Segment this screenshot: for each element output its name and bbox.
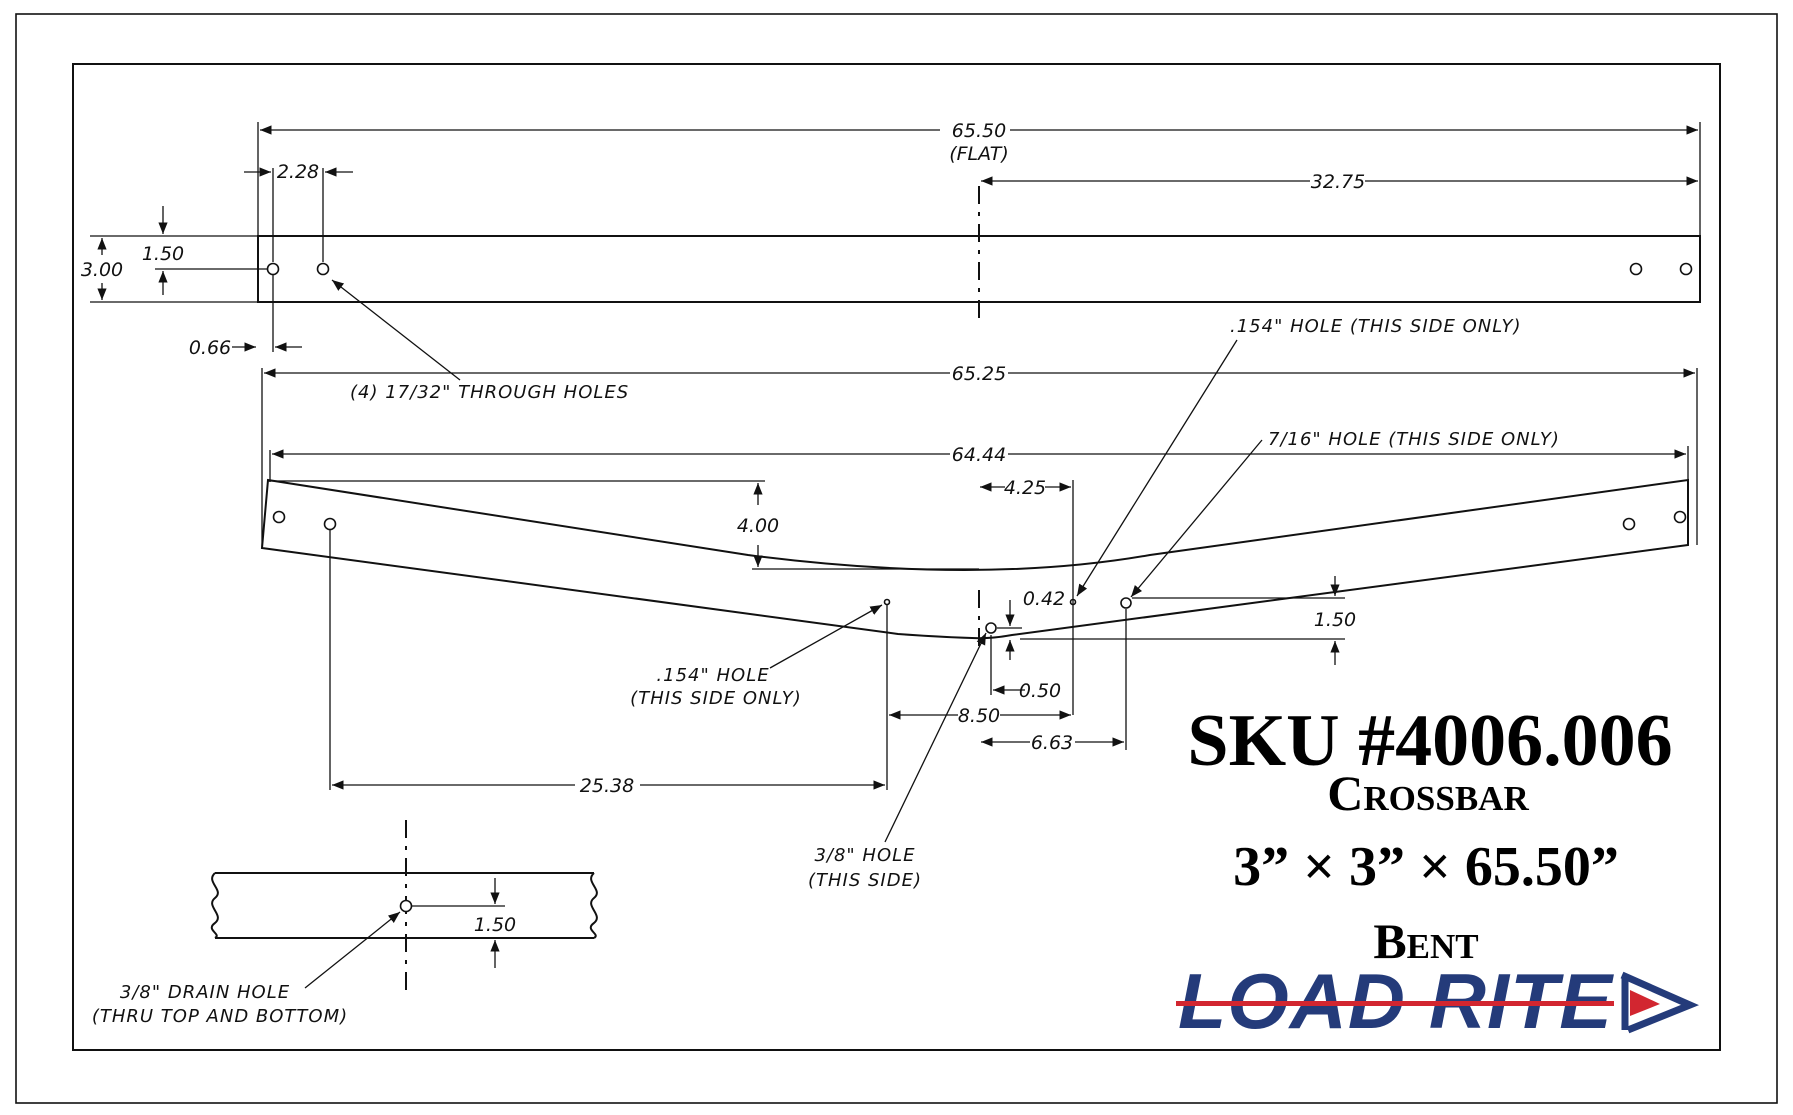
bent-hole-2	[323, 517, 337, 531]
flat-hole-1	[266, 262, 280, 276]
note-38-line1: 3/8" HOLE	[814, 845, 915, 866]
dim-offset-663: 6.63	[1031, 732, 1073, 754]
note-154-left-line1: .154" HOLE	[656, 665, 769, 686]
dim-hole-distance: 25.38	[580, 775, 634, 797]
part-size: 3” × 3” × 65.50”	[1233, 836, 1619, 898]
drain-hole	[399, 899, 413, 913]
dim-hole-height: 1.50	[142, 243, 184, 265]
note-716: 7/16" HOLE (THIS SIDE ONLY)	[1268, 429, 1560, 450]
flat-view: 65.50 (FLAT) 32.75 2.28 3.00 1.50 0.66 (…	[81, 120, 1701, 403]
dim-bar-height: 3.00	[81, 259, 123, 281]
flat-hole-4	[1679, 262, 1693, 276]
dim-offset-050: 0.50	[1019, 680, 1061, 702]
note-154-top: .154" HOLE (THIS SIDE ONLY)	[1230, 316, 1522, 337]
part-variant: Bent	[1373, 913, 1478, 969]
logo-arrow-icon	[1620, 971, 1699, 1034]
dim-overall-length: 65.50	[952, 120, 1006, 142]
logo-arrow-accent	[1630, 990, 1660, 1016]
bent-hole-1	[272, 510, 286, 524]
loadrite-logo: LOAD RITE	[1176, 957, 1699, 1045]
bent-view: 65.25 64.44 4.00 4.25 0.42 0.50 8.50	[260, 316, 1698, 891]
dim-offset-042: 0.42	[1023, 588, 1065, 610]
dim-offset-150: 1.50	[1314, 609, 1356, 631]
dim-offset-850: 8.50	[958, 705, 1000, 727]
dim-outer-length: 65.25	[952, 363, 1006, 385]
note-154-left-line2: (THIS SIDE ONLY)	[630, 688, 802, 709]
dim-overall-length-note: (FLAT)	[949, 143, 1009, 165]
note-drain-line2: (THRU TOP AND BOTTOM)	[92, 1006, 348, 1027]
drawing-border	[72, 63, 1721, 1051]
flat-hole-3	[1629, 262, 1643, 276]
flat-hole-2	[316, 262, 330, 276]
hole-38	[985, 622, 997, 634]
dim-half-length: 32.75	[1311, 171, 1365, 193]
dim-drop: 4.00	[737, 515, 779, 537]
dim-inner-length: 64.44	[952, 444, 1006, 466]
note-38-line2: (THIS SIDE)	[808, 870, 922, 891]
dim-offset-425: 4.25	[1004, 477, 1046, 499]
outer-border	[15, 13, 1778, 1104]
note-through-holes: (4) 17/32" THROUGH HOLES	[350, 382, 629, 403]
dim-hole-spacing: 2.28	[277, 161, 319, 183]
part-name: Crossbar	[1327, 765, 1529, 821]
bent-bar-outline	[260, 478, 1689, 640]
bent-hole-3	[1622, 517, 1636, 531]
note-drain-line1: 3/8" DRAIN HOLE	[120, 982, 290, 1003]
sku-number: SKU #4006.006	[1187, 700, 1672, 782]
dim-edge-offset: 0.66	[189, 337, 231, 359]
dim-section-hole-height: 1.50	[474, 914, 516, 936]
hole-716	[1120, 597, 1132, 609]
hole-154-left	[883, 598, 891, 606]
logo-stripe	[1176, 1001, 1614, 1006]
section-view: 1.50 3/8" DRAIN HOLE (THRU TOP AND BOTTO…	[92, 820, 598, 1027]
title-block: SKU #4006.006 Crossbar 3” × 3” × 65.50” …	[1187, 700, 1672, 969]
bent-hole-4	[1673, 510, 1687, 524]
